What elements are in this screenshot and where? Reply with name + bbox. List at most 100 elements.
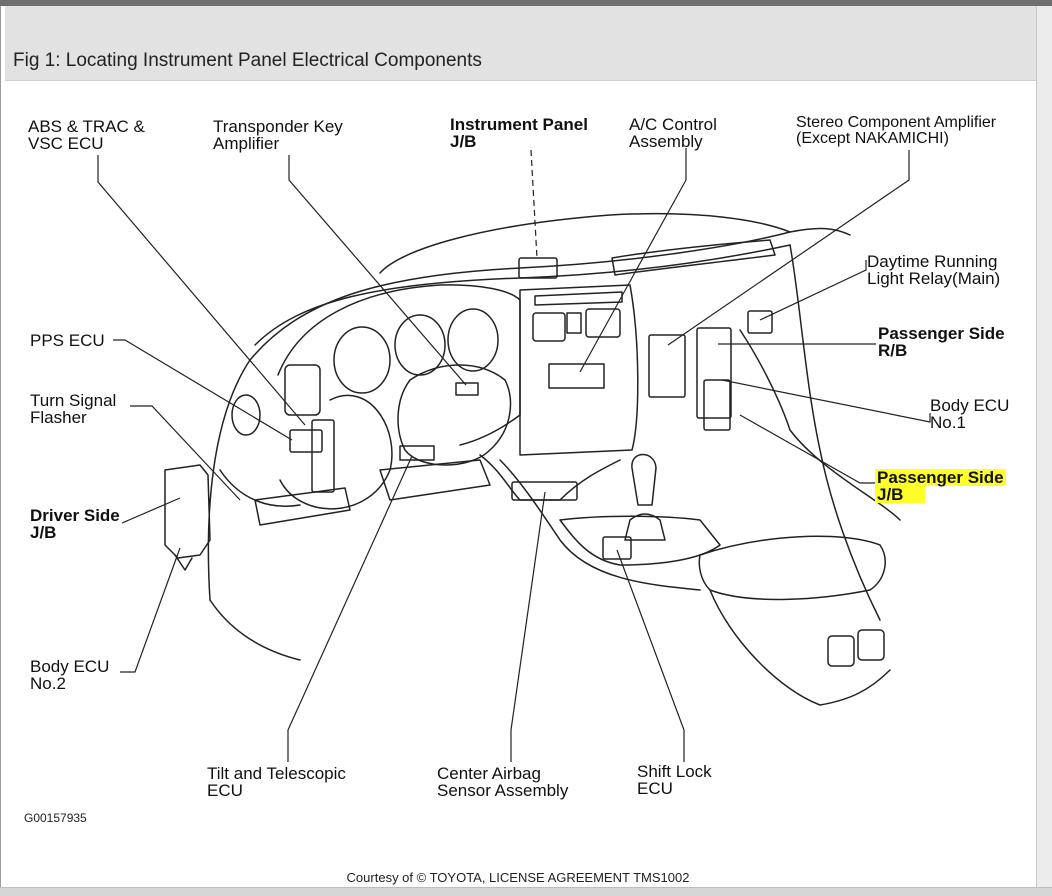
steering-rim (279, 394, 393, 510)
label-driver-side-jb: Driver Side J/B (30, 507, 120, 541)
dash-top-edge (207, 227, 851, 601)
label-line: Body ECU (30, 657, 110, 676)
windshield-base (379, 212, 791, 274)
driver-jb-module (311, 419, 335, 493)
figure-title: Fig 1: Locating Instrument Panel Electri… (13, 50, 482, 71)
leader-transponder (288, 155, 467, 386)
label-line: Light Relay(Main) (867, 269, 1001, 288)
center-vent-right (585, 308, 621, 338)
passenger-jb (703, 379, 731, 431)
leader-driver-jb (121, 497, 181, 524)
label-line: Assembly (629, 132, 703, 151)
dash-left-curve (219, 469, 301, 507)
leader-pps (113, 339, 293, 441)
label-line: No.2 (30, 674, 66, 693)
pps-ecu-box (289, 429, 323, 453)
transponder-box (455, 382, 479, 396)
airbag-sensor (511, 481, 578, 501)
center-stack (519, 284, 639, 456)
label-line: ECU (637, 779, 673, 798)
center-tunnel (499, 459, 701, 591)
courtesy-credit: Courtesy of © TOYOTA, LICENSE AGREEMENT … (346, 870, 690, 885)
center-buttons (566, 312, 582, 334)
tilt-ecu-box (399, 445, 435, 461)
label-body-ecu-no1: Body ECU No.1 (930, 397, 1009, 431)
leader-tilt (287, 455, 413, 762)
center-vent-left (532, 312, 566, 342)
defroster (611, 239, 776, 276)
label-line: J/B (450, 132, 477, 151)
label-line: Instrument Panel (450, 115, 588, 134)
shifter-boot (624, 513, 666, 541)
leader-airbag (510, 491, 546, 762)
knee-panel (379, 459, 491, 501)
label-instrument-panel-jb: Instrument Panel J/B (450, 116, 588, 150)
label-stereo-component-amplifier: Stereo Component Amplifier (Except NAKAM… (796, 115, 996, 147)
left-vent (284, 364, 321, 416)
label-turn-signal-flasher: Turn Signal Flasher (30, 392, 116, 426)
label-line: Shift Lock (637, 762, 712, 781)
label-line: R/B (878, 341, 908, 360)
label-line: Transponder Key (213, 117, 343, 136)
label-line: Flasher (30, 408, 87, 427)
drl-relay-box (747, 310, 773, 334)
label-line: Daytime Running (867, 252, 998, 271)
passenger-rb (696, 327, 732, 419)
leader-abs (97, 155, 306, 426)
leader-instrument-jb (530, 149, 538, 259)
label-line: Driver Side (30, 506, 120, 525)
leader-ac (579, 148, 687, 373)
label-tilt-telescopic-ecu: Tilt and Telescopic ECU (207, 765, 346, 799)
label-line: VSC ECU (28, 134, 104, 153)
label-line: Body ECU (930, 396, 1010, 415)
label-passenger-side-jb: Passenger Side J/B (875, 469, 1006, 503)
label-line: Amplifier (213, 134, 280, 153)
leader-body1 (721, 379, 931, 423)
label-line: ABS & TRAC & (28, 117, 145, 136)
label-daytime-running-light-relay: Daytime Running Light Relay(Main) (867, 253, 1000, 287)
gauge-3 (447, 308, 499, 372)
lower-left-panel (254, 487, 351, 526)
ac-control-box (548, 363, 605, 389)
label-line: A/C Control (629, 115, 717, 134)
bottom-border (0, 887, 1052, 896)
label-line: ECU (207, 781, 243, 800)
figure-header: Fig 1: Locating Instrument Panel Electri… (5, 6, 1036, 81)
figure-reference-code: G00157935 (24, 811, 87, 825)
label-transponder-key-amplifier: Transponder Key Amplifier (213, 118, 343, 152)
leader-stereo (667, 150, 910, 346)
leader-body2 (120, 547, 181, 673)
cluster-hood (277, 284, 521, 446)
leader-drl (759, 260, 867, 321)
leader-lines (97, 148, 931, 762)
label-abs-trac-vsc-ecu: ABS & TRAC & VSC ECU (28, 118, 145, 152)
leader-shift (616, 549, 685, 762)
leader-turn-signal (130, 405, 241, 501)
label-line: Tilt and Telescopic (207, 764, 346, 783)
label-line: Stereo Component Amplifier (796, 114, 997, 131)
label-line: Passenger Side (878, 324, 1005, 343)
label-line: Sensor Assembly (437, 781, 569, 800)
scrollbar[interactable] (1036, 6, 1052, 887)
label-passenger-side-rb: Passenger Side R/B (878, 325, 1005, 359)
rear-cupholder-1 (827, 635, 855, 667)
top-border (0, 0, 1052, 6)
dash-top-edge-2 (254, 244, 791, 346)
label-line: J/B (30, 523, 57, 542)
shift-lock-box (602, 536, 632, 560)
label-line: No.1 (930, 413, 966, 432)
label-shift-lock-ecu: Shift Lock ECU (637, 763, 712, 797)
gauge-1 (333, 326, 391, 394)
rear-cupholder-2 (857, 629, 885, 661)
label-line: J/B (875, 486, 925, 503)
console-base (559, 515, 721, 566)
label-line: PPS ECU (30, 331, 105, 350)
leader-passenger-jb (739, 414, 876, 484)
dash-left-end (209, 599, 301, 661)
gauge-2 (394, 314, 446, 376)
label-center-airbag-sensor: Center Airbag Sensor Assembly (437, 765, 568, 799)
console-rear (709, 589, 891, 706)
dash-right-side (789, 244, 881, 621)
